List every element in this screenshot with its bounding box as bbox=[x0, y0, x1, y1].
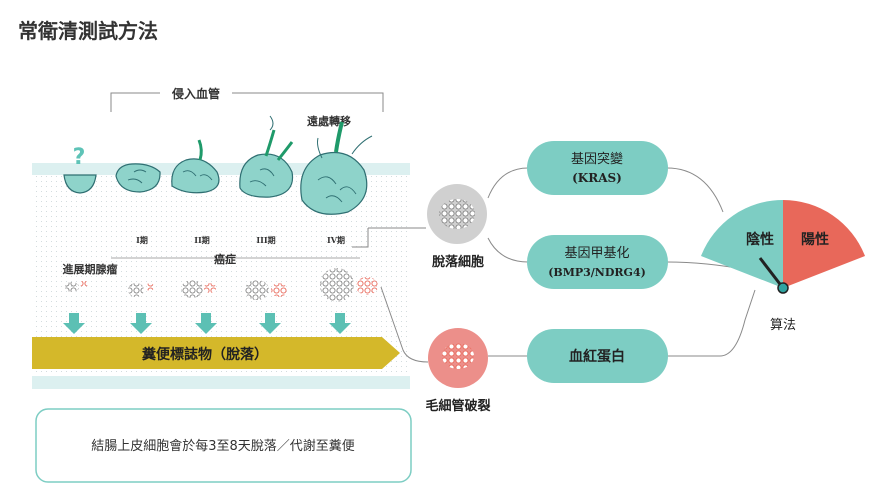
down-arrow-4 bbox=[259, 313, 281, 334]
hemoglobin-label: 血紅蛋白 bbox=[569, 348, 625, 365]
question-mark: ? bbox=[73, 145, 86, 170]
note-text: 結腸上皮細胞會於每3至8天脫落／代謝至糞便 bbox=[91, 438, 355, 454]
kras-sub: (KRAS) bbox=[572, 171, 622, 185]
gauge-positive-sector bbox=[783, 200, 865, 288]
stool-marker-banner bbox=[32, 337, 400, 369]
shed-cells-stage-3 bbox=[245, 280, 287, 300]
methyl-sub: (BMP3/NDRG4) bbox=[548, 266, 646, 279]
page-title: 常衛清測試方法 bbox=[18, 19, 158, 43]
invasion-bracket bbox=[110, 92, 384, 112]
down-arrow-5 bbox=[329, 313, 351, 334]
algorithm-label: 算法 bbox=[770, 318, 796, 333]
methyl-title: 基因甲基化 bbox=[564, 246, 629, 261]
shed-cells-cluster bbox=[439, 199, 475, 229]
polyp-stage-2 bbox=[171, 139, 220, 194]
stage-1-label: I期 bbox=[136, 235, 148, 245]
cancer-label: 癌症 bbox=[214, 252, 236, 266]
marker-kras: 基因突變 (KRAS) bbox=[527, 141, 668, 195]
polyp-stage-3 bbox=[239, 115, 294, 198]
down-arrow-3 bbox=[195, 313, 217, 334]
stage-2-label: II期 bbox=[194, 235, 209, 245]
shed-cells-stage-1 bbox=[128, 283, 154, 297]
gauge-needle bbox=[758, 257, 785, 289]
stage-4-label: IV期 bbox=[327, 235, 345, 245]
result-gauge: 陰性 陽性 算法 bbox=[701, 200, 865, 333]
adenoma-label: 進展期腺瘤 bbox=[63, 262, 118, 276]
bottom-wall-band bbox=[32, 376, 410, 389]
down-arrow-1 bbox=[63, 313, 85, 334]
polyp-stage-1 bbox=[115, 163, 161, 193]
stage-3-label: III期 bbox=[256, 235, 275, 245]
metastasis-label: 遠處轉移 bbox=[307, 114, 351, 128]
invasion-label: 侵入血管 bbox=[171, 86, 220, 101]
shed-cells-label: 脫落細胞 bbox=[432, 254, 484, 270]
note-box bbox=[35, 408, 412, 483]
down-arrow-2 bbox=[130, 313, 152, 334]
gauge-pivot bbox=[777, 282, 789, 294]
marker-hemoglobin: 血紅蛋白 bbox=[527, 329, 668, 383]
banner-label: 糞便標誌物（脫落） bbox=[141, 346, 268, 363]
polyp-early: ? bbox=[63, 145, 97, 194]
gauge-negative-sector bbox=[701, 200, 783, 288]
shed-cells-stage-2 bbox=[181, 280, 216, 298]
blood-cells-cluster bbox=[442, 343, 474, 369]
shed-cells-adenoma bbox=[65, 280, 88, 292]
shed-cells-stage-4 bbox=[320, 268, 378, 302]
kras-title: 基因突變 bbox=[571, 151, 623, 167]
gauge-positive-label: 陽性 bbox=[801, 231, 829, 248]
gauge-negative-label: 陰性 bbox=[746, 231, 774, 248]
marker-methylation: 基因甲基化 (BMP3/NDRG4) bbox=[527, 235, 668, 289]
down-arrows bbox=[63, 313, 351, 334]
connector-lines bbox=[352, 167, 756, 363]
polyp-stage-4 bbox=[300, 121, 373, 215]
capillary-label: 毛細管破裂 bbox=[425, 398, 491, 414]
